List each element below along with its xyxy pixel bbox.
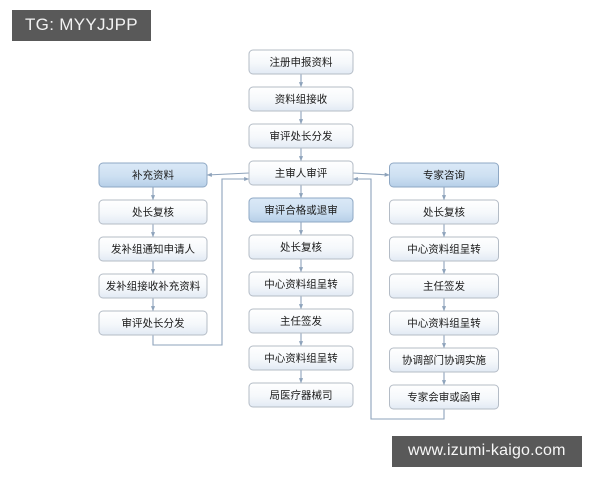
node-box [248, 86, 354, 112]
flow-node-c2[interactable]: 资料组接收 [248, 86, 354, 112]
flow-node-c5[interactable]: 审评合格或退审 [248, 197, 354, 223]
connector-layer [150, 74, 447, 420]
node-label: 处长复核 [423, 206, 465, 219]
node-label: 补充资料 [132, 169, 174, 182]
node-label: 专家会审或函审 [407, 391, 481, 404]
node-box [248, 123, 354, 149]
node-box [389, 273, 499, 299]
flow-node-r5[interactable]: 中心资料组呈转 [389, 310, 499, 336]
flow-node-r6[interactable]: 协调部门协调实施 [389, 347, 499, 373]
node-box [98, 310, 208, 336]
node-label: 主任签发 [423, 280, 465, 293]
flow-node-r7[interactable]: 专家会审或函审 [389, 384, 499, 410]
node-label: 资料组接收 [275, 93, 328, 106]
node-box [248, 382, 354, 408]
node-box [98, 199, 208, 225]
node-box [389, 199, 499, 225]
node-box [389, 384, 499, 410]
node-label: 主审人审评 [275, 167, 328, 180]
node-box [248, 234, 354, 260]
flow-node-r1[interactable]: 专家咨询 [389, 162, 499, 188]
node-label: 中心资料组呈转 [407, 243, 481, 256]
node-box [98, 162, 208, 188]
node-label: 处长复核 [280, 241, 322, 254]
node-label: 审评合格或退审 [264, 204, 338, 217]
node-box [389, 347, 499, 373]
flow-node-l1[interactable]: 补充资料 [98, 162, 208, 188]
flow-node-r3[interactable]: 中心资料组呈转 [389, 236, 499, 262]
flow-node-c3[interactable]: 审评处长分发 [248, 123, 354, 149]
node-box [389, 310, 499, 336]
flow-node-r2[interactable]: 处长复核 [389, 199, 499, 225]
node-box [248, 49, 354, 75]
node-label: 发补组接收补充资料 [106, 280, 201, 293]
flow-node-c10[interactable]: 局医疗器械司 [248, 382, 354, 408]
node-box [98, 273, 208, 299]
node-box [248, 271, 354, 297]
flow-node-l3[interactable]: 发补组通知申请人 [98, 236, 208, 262]
watermark-label: www.izumi-kaigo.com [392, 436, 582, 468]
node-layer: 补充资料处长复核发补组通知申请人发补组接收补充资料审评处长分发注册申报资料资料组… [98, 49, 499, 410]
edge-r7-to-c4 [352, 176, 445, 420]
node-box [389, 162, 499, 188]
flow-node-l4[interactable]: 发补组接收补充资料 [98, 273, 208, 299]
node-label: 注册申报资料 [270, 56, 333, 69]
flow-node-r4[interactable]: 主任签发 [389, 273, 499, 299]
flow-node-l5[interactable]: 审评处长分发 [98, 310, 208, 336]
node-box [98, 236, 208, 262]
flow-node-c8[interactable]: 主任签发 [248, 308, 354, 334]
flow-node-c9[interactable]: 中心资料组呈转 [248, 345, 354, 371]
node-box [248, 308, 354, 334]
flow-node-l2[interactable]: 处长复核 [98, 199, 208, 225]
node-label: 审评处长分发 [122, 317, 185, 330]
node-box [248, 197, 354, 223]
node-box [389, 236, 499, 262]
flow-node-c7[interactable]: 中心资料组呈转 [248, 271, 354, 297]
flow-node-c1[interactable]: 注册申报资料 [248, 49, 354, 75]
node-label: 主任签发 [280, 315, 322, 328]
node-label: 中心资料组呈转 [407, 317, 481, 330]
node-box [248, 160, 354, 186]
node-label: 处长复核 [132, 206, 174, 219]
node-label: 中心资料组呈转 [264, 278, 338, 291]
tg-badge: TG: MYYJJPP [12, 10, 151, 41]
node-label: 协调部门协调实施 [402, 354, 486, 367]
edge-c4-to-l1 [206, 172, 250, 177]
flow-node-c4[interactable]: 主审人审评 [248, 160, 354, 186]
node-label: 中心资料组呈转 [264, 352, 338, 365]
flow-node-c6[interactable]: 处长复核 [248, 234, 354, 260]
node-label: 局医疗器械司 [270, 389, 333, 402]
edge-l5-to-c4 [152, 176, 250, 346]
node-label: 发补组通知申请人 [111, 243, 195, 256]
node-label: 审评处长分发 [270, 130, 333, 143]
edge-c4-to-r1 [352, 172, 390, 177]
node-box [248, 345, 354, 371]
node-label: 专家咨询 [423, 169, 465, 182]
